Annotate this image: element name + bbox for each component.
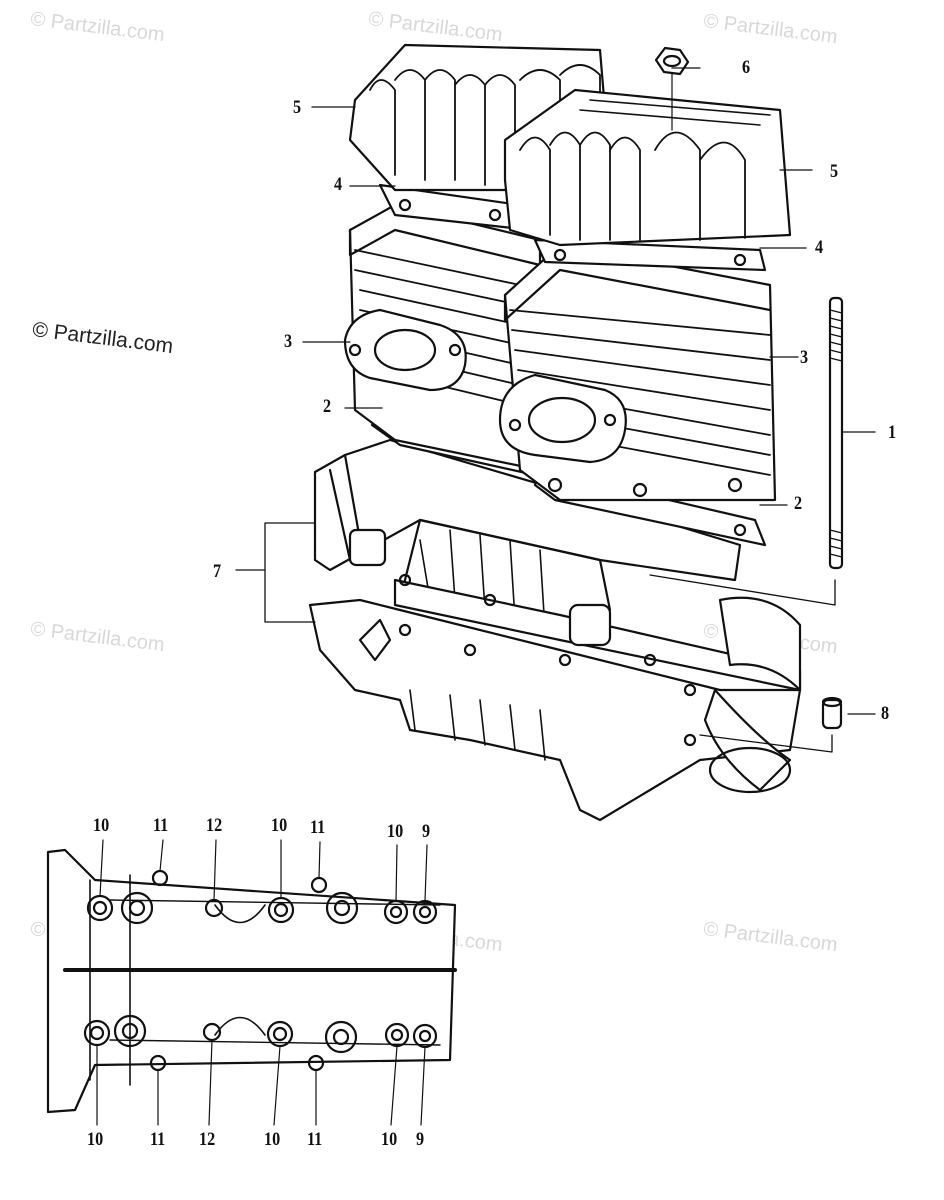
leader-lines (235, 67, 876, 753)
callout-8: 8 (881, 703, 890, 724)
detail-callout-top: 12 (206, 815, 223, 836)
detail-callout-top: 10 (387, 821, 404, 842)
detail-callout-top: 10 (93, 815, 110, 836)
cylinder-right-drawing (498, 243, 777, 502)
detail-callout-bottom: 12 (199, 1129, 216, 1150)
dowel-pin-drawing (821, 696, 843, 730)
detail-callout-bottom: 10 (381, 1129, 398, 1150)
callout-3-right: 3 (800, 347, 809, 368)
callout-5-left: 5 (293, 97, 302, 118)
detail-callout-top: 9 (422, 821, 431, 842)
callout-7: 7 (213, 561, 222, 582)
crankcase-drawing (308, 438, 802, 822)
callout-6: 6 (742, 57, 751, 78)
detail-callout-top: 11 (153, 815, 169, 836)
detail-callout-top: 11 (310, 817, 326, 838)
callout-1: 1 (888, 422, 897, 443)
head-gasket-drawing (378, 183, 767, 272)
cylinder-left-drawing (343, 203, 542, 472)
callout-5-right: 5 (830, 161, 839, 182)
detail-callout-bottom: 9 (416, 1129, 425, 1150)
bolt-pattern-detail (46, 839, 457, 1126)
cylinder-head-right-drawing (503, 88, 792, 247)
detail-callout-bottom: 11 (307, 1129, 323, 1150)
detail-callout-top: 10 (271, 815, 288, 836)
callout-4-left: 4 (334, 174, 343, 195)
detail-callout-bottom: 10 (87, 1129, 104, 1150)
callout-3-left: 3 (284, 331, 293, 352)
stud-drawing (828, 296, 844, 570)
callout-2-left: 2 (323, 396, 332, 417)
detail-callout-bottom: 10 (264, 1129, 281, 1150)
callout-4-right: 4 (815, 237, 824, 258)
callout-2-right: 2 (794, 493, 803, 514)
detail-callout-bottom: 11 (150, 1129, 166, 1150)
